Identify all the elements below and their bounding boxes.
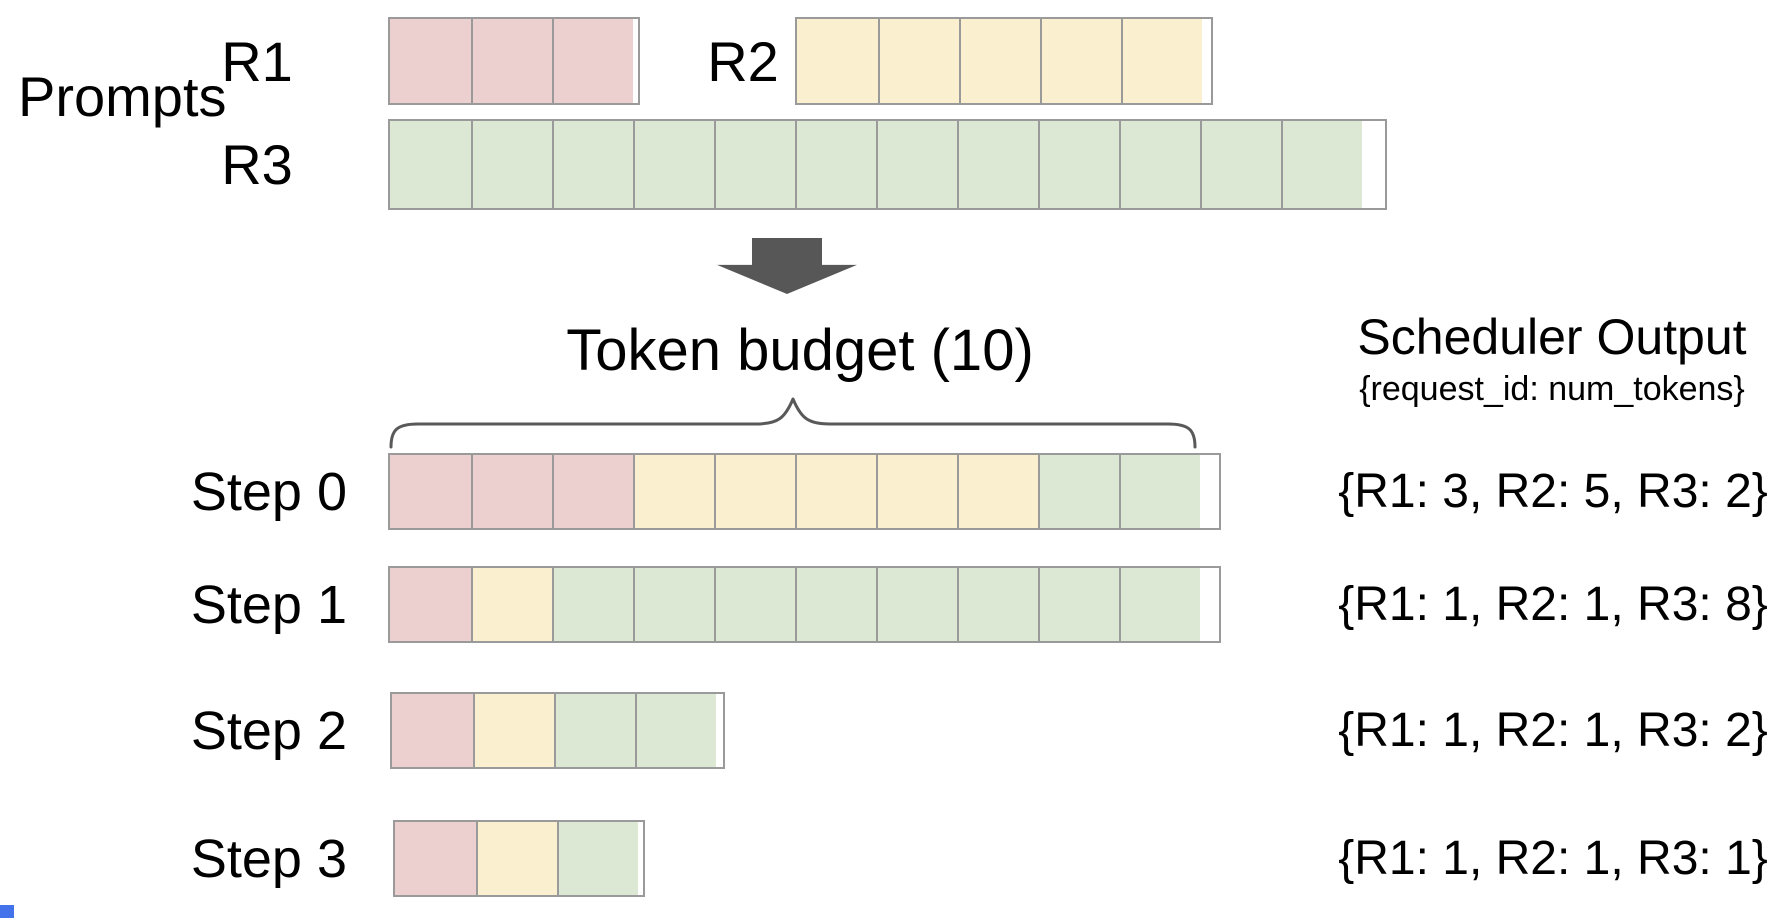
token-cell-r3 <box>876 121 957 208</box>
token-cell-r1 <box>552 455 633 528</box>
token-cell-r3 <box>1038 455 1119 528</box>
token-cell-r2 <box>473 694 554 767</box>
step-3-row <box>393 820 645 897</box>
token-cell-r3 <box>795 568 876 641</box>
token-cell-r2 <box>797 19 878 103</box>
down-arrow-icon <box>717 238 857 294</box>
step-2-label: Step 2 <box>190 700 347 761</box>
token-cell-r1 <box>392 694 473 767</box>
token-cell-r2 <box>476 822 557 895</box>
token-cell-r1 <box>390 568 471 641</box>
request-r2-label: R2 <box>707 29 779 93</box>
token-cell-r3 <box>957 121 1038 208</box>
prompt-row-r3 <box>388 119 1387 210</box>
token-cell-r2 <box>876 455 957 528</box>
step-0-label: Step 0 <box>190 461 347 522</box>
step-0-scheduler-output: {R1: 3, R2: 5, R3: 2} <box>1338 465 1768 518</box>
token-cell-r3 <box>552 121 633 208</box>
token-cell-r3 <box>633 121 714 208</box>
step-1-row <box>388 566 1221 643</box>
token-budget-brace <box>389 397 1197 449</box>
step-1-scheduler-output: {R1: 1, R2: 1, R3: 8} <box>1338 578 1768 631</box>
token-cell-r3 <box>795 121 876 208</box>
token-cell-r2 <box>1040 19 1121 103</box>
step-2-scheduler-output: {R1: 1, R2: 1, R3: 2} <box>1338 704 1768 757</box>
token-cell-r2 <box>957 455 1038 528</box>
step-2-row <box>390 692 725 769</box>
token-cell-r3 <box>557 822 638 895</box>
token-cell-r3 <box>1038 568 1119 641</box>
token-cell-r2 <box>878 19 959 103</box>
prompt-row-r1 <box>388 17 640 105</box>
token-cell-r3 <box>957 568 1038 641</box>
prompt-row-r2 <box>795 17 1213 105</box>
step-1-label: Step 1 <box>190 574 347 635</box>
request-r3-label: R3 <box>221 133 293 196</box>
token-cell-r3 <box>876 568 957 641</box>
token-cell-r3 <box>1200 121 1281 208</box>
request-r1-label: R1 <box>221 29 293 93</box>
scheduler-output-title: Scheduler Output <box>1357 309 1747 365</box>
token-cell-r3 <box>1038 121 1119 208</box>
token-cell-r3 <box>554 694 635 767</box>
token-cell-r2 <box>633 455 714 528</box>
token-cell-r1 <box>390 455 471 528</box>
token-cell-r3 <box>714 121 795 208</box>
token-cell-r1 <box>552 19 633 103</box>
token-cell-r3 <box>1119 455 1200 528</box>
token-budget-label: Token budget (10) <box>566 318 1034 383</box>
token-cell-r1 <box>395 822 476 895</box>
corner-artifact <box>0 905 14 918</box>
token-cell-r3 <box>1281 121 1362 208</box>
token-cell-r3 <box>1119 121 1200 208</box>
step-0-row <box>388 453 1221 530</box>
token-cell-r3 <box>390 121 471 208</box>
token-cell-r2 <box>471 568 552 641</box>
step-3-scheduler-output: {R1: 1, R2: 1, R3: 1} <box>1338 832 1768 885</box>
token-cell-r1 <box>471 455 552 528</box>
step-3-label: Step 3 <box>190 828 347 889</box>
token-cell-r3 <box>1119 568 1200 641</box>
token-cell-r3 <box>635 694 716 767</box>
token-cell-r2 <box>714 455 795 528</box>
token-cell-r2 <box>795 455 876 528</box>
token-cell-r3 <box>552 568 633 641</box>
token-cell-r1 <box>471 19 552 103</box>
token-cell-r3 <box>714 568 795 641</box>
token-cell-r2 <box>959 19 1040 103</box>
scheduler-output-subtitle: {request_id: num_tokens} <box>1359 370 1745 408</box>
token-cell-r1 <box>390 19 471 103</box>
prompts-section-label: Prompts <box>18 65 227 128</box>
token-cell-r2 <box>1121 19 1202 103</box>
token-cell-r3 <box>471 121 552 208</box>
token-cell-r3 <box>633 568 714 641</box>
